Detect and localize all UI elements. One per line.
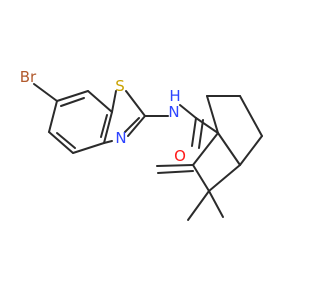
atom-s-label: S bbox=[115, 77, 125, 95]
bond-bicyclic-5 bbox=[217, 132, 241, 166]
atom-br-label: Br bbox=[20, 68, 37, 86]
bond-c-br bbox=[33, 83, 58, 102]
bond-bicyclic-1 bbox=[206, 95, 219, 134]
atom-o-label: O bbox=[174, 147, 186, 165]
bond-ring-inner-2 bbox=[56, 132, 76, 149]
bond-nh-carbonyl bbox=[179, 104, 197, 119]
bond-bicyclic-8 bbox=[208, 164, 241, 192]
bond-s-c2 bbox=[125, 90, 146, 117]
atom-n-amide-label: N bbox=[168, 103, 179, 121]
bond-ring-inner-1 bbox=[60, 97, 85, 107]
bond-bicyclic-7 bbox=[192, 164, 210, 192]
bond-methylene-1 bbox=[156, 164, 194, 167]
bond-c2-n bbox=[127, 115, 146, 137]
bond-ring-6 bbox=[87, 90, 113, 113]
bond-ring-1 bbox=[56, 90, 89, 102]
bond-c2-n-double bbox=[124, 117, 140, 133]
bond-methyl-2 bbox=[208, 190, 224, 218]
bond-bicyclic-4 bbox=[239, 135, 263, 166]
atom-h-amide-label: H bbox=[169, 87, 180, 105]
molecule-structure: Br S N N H O bbox=[20, 68, 263, 221]
bond-ring-4 bbox=[72, 142, 105, 154]
bond-ring-5 bbox=[103, 111, 113, 144]
bond-methyl-1 bbox=[187, 190, 210, 221]
bond-ring-3 bbox=[48, 131, 74, 154]
bond-bicyclic-3 bbox=[239, 95, 263, 137]
bond-carbonyl-o-2 bbox=[198, 119, 204, 149]
bond-c-s bbox=[111, 90, 117, 113]
bond-methylene-2 bbox=[157, 170, 194, 174]
bond-bicyclic-6 bbox=[192, 132, 219, 166]
bond-carbonyl-bridgehead bbox=[195, 117, 219, 134]
bond-n-c bbox=[103, 140, 113, 144]
bond-carbonyl-o-1 bbox=[191, 117, 197, 147]
atom-n-ring-label: N bbox=[115, 129, 126, 147]
bond-ring-inner-3 bbox=[100, 114, 108, 138]
bond-ring-2 bbox=[48, 100, 58, 133]
